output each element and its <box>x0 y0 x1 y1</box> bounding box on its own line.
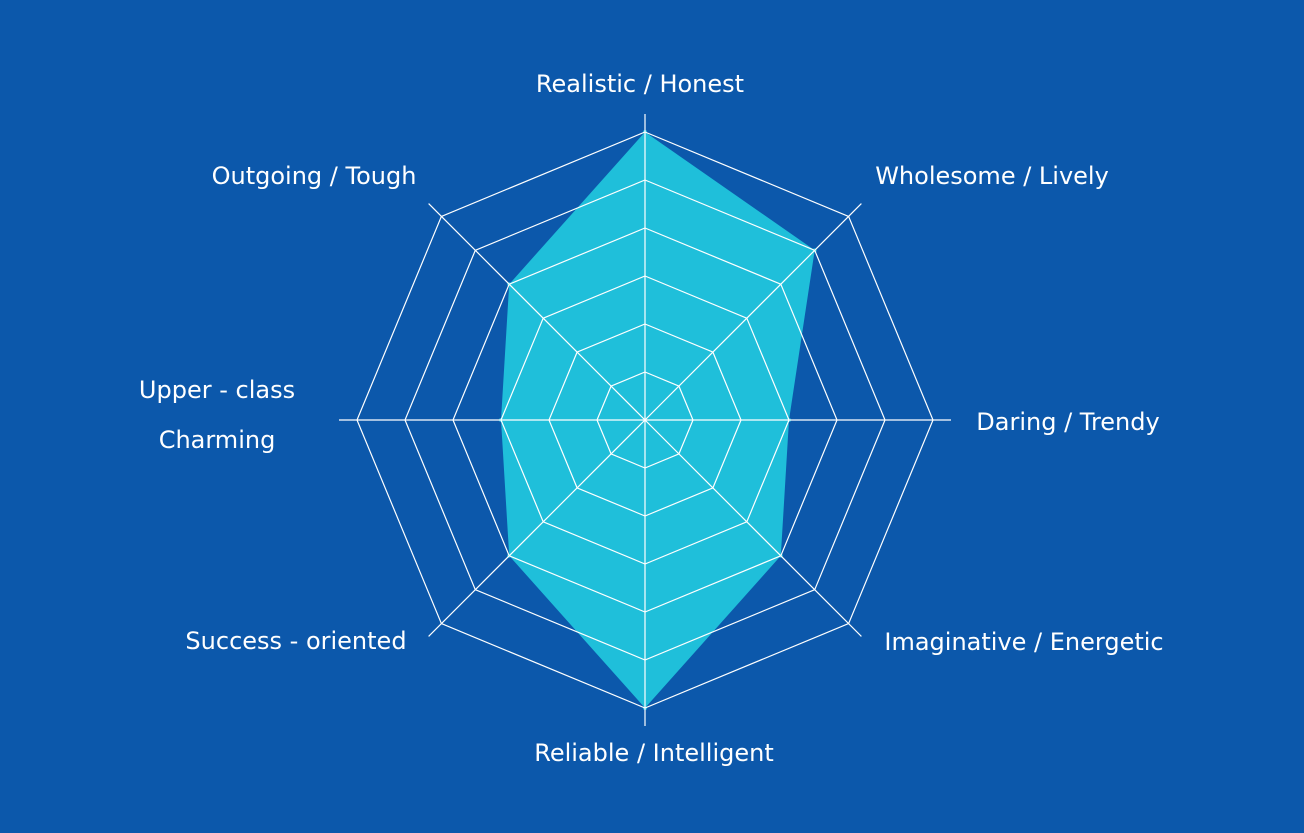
axis-label-7: Outgoing / Tough <box>212 162 417 190</box>
axis-label-2: Daring / Trendy <box>976 408 1159 436</box>
axis-spoke-1 <box>644 203 862 421</box>
axis-label-6-line-0: Upper - class <box>139 376 295 404</box>
axis-label-0: Realistic / Honest <box>536 70 744 98</box>
axis-label-5-line-0: Success - oriented <box>185 627 406 655</box>
axis-label-3-line-0: Imaginative / Energetic <box>884 628 1163 656</box>
axis-layer <box>339 114 951 726</box>
axis-spoke-3 <box>644 419 862 637</box>
axis-label-3: Imaginative / Energetic <box>884 628 1163 656</box>
axis-label-4-line-0: Reliable / Intelligent <box>534 739 774 767</box>
axis-label-2-line-0: Daring / Trendy <box>976 408 1159 436</box>
axis-label-7-line-0: Outgoing / Tough <box>212 162 417 190</box>
axis-spoke-7 <box>428 203 646 421</box>
axis-label-1: Wholesome / Lively <box>875 162 1109 190</box>
axis-label-5: Success - oriented <box>185 627 406 655</box>
axis-label-4: Reliable / Intelligent <box>534 739 774 767</box>
axis-label-1-line-0: Wholesome / Lively <box>875 162 1109 190</box>
axis-spoke-5 <box>428 419 646 637</box>
axis-label-0-line-0: Realistic / Honest <box>536 70 744 98</box>
axis-label-6-line-1: Charming <box>159 426 276 454</box>
